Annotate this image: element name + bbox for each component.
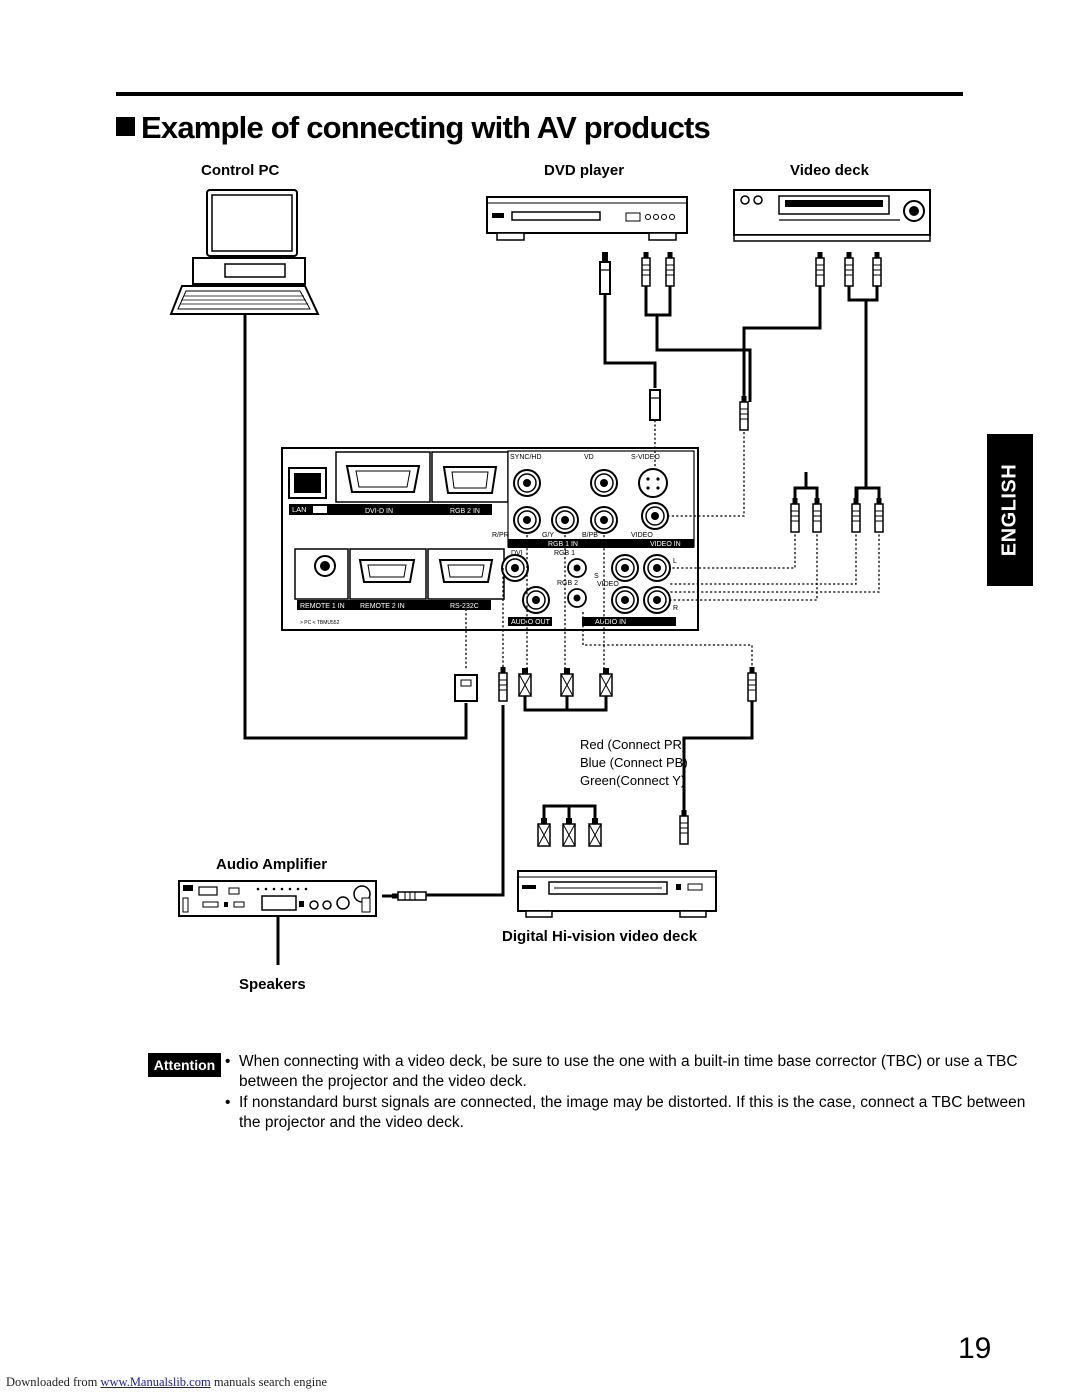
- panel-label-g-y: G/Y: [542, 532, 554, 539]
- page-number: 19: [958, 1332, 992, 1365]
- panel-label-video-in: VIDEO IN: [650, 541, 681, 548]
- control-pc-illustration: [169, 189, 320, 315]
- label-control-pc: Control PC: [201, 162, 280, 179]
- panel-label-r-pr: R/PR: [492, 532, 509, 539]
- bullet-icon: •: [225, 1053, 231, 1070]
- cables: [243, 284, 881, 965]
- panel-label-l: L: [673, 558, 677, 565]
- panel-label-s: S: [594, 573, 599, 580]
- panel-label-r: R: [673, 605, 678, 612]
- panel-label-vd: VD: [584, 454, 594, 461]
- footer-suffix: manuals search engine: [210, 1375, 327, 1389]
- label-hivision-deck: Digital Hi-vision video deck: [502, 928, 698, 945]
- english-side-tab: ENGLISH: [987, 434, 1033, 586]
- panel-label-rgb2-in: RGB 2 IN: [450, 508, 480, 515]
- video-deck-illustration: [733, 189, 931, 242]
- signal-paths: [465, 420, 880, 670]
- panel-label-dvi: DVI: [511, 550, 523, 557]
- panel-label-video-short: VIDEO: [597, 581, 619, 588]
- footer-prefix: Downloaded from: [6, 1375, 101, 1389]
- panel-label-dvi-d-in: DVI-D IN: [365, 508, 393, 515]
- panel-label-video: VIDEO: [631, 532, 653, 539]
- legend-red: Red (Connect PR): [580, 737, 687, 752]
- panel-label-audio-in: AUDIO IN: [595, 619, 626, 626]
- page-title: Example of connecting with AV products: [116, 110, 711, 146]
- attention-badge: Attention: [148, 1053, 221, 1077]
- panel-label-rgb1-in: RGB 1 IN: [548, 541, 578, 548]
- hivision-deck-illustration: [517, 870, 717, 918]
- legend-green: Green(Connect Y): [580, 773, 686, 788]
- panel-label-b-pb: B/PB: [582, 532, 598, 539]
- panel-label-lan: LAN: [292, 505, 307, 514]
- page-title-text: Example of connecting with AV products: [141, 110, 711, 145]
- panel-label-remote2-in: REMOTE 2 IN: [360, 603, 405, 610]
- legend-blue: Blue (Connect PB): [580, 755, 688, 770]
- label-speakers: Speakers: [239, 976, 306, 993]
- square-bullet-icon: [116, 117, 135, 136]
- projector-rear-panel: LAN DVI-D IN RGB 2 IN SYNC/HD VD S-VIDEO…: [281, 447, 699, 631]
- label-dvd-player: DVD player: [544, 162, 625, 179]
- manualslib-link[interactable]: www.Manualslib.com: [100, 1375, 211, 1389]
- panel-label-pc-tbmu: > PC < TBMU552: [300, 620, 340, 626]
- label-audio-amplifier: Audio Amplifier: [216, 856, 328, 873]
- cable-plugs: [391, 251, 884, 901]
- panel-label-s-video: S-VIDEO: [631, 454, 660, 461]
- attention-note-2: •If nonstandard burst signals are connec…: [225, 1094, 1026, 1131]
- top-rule: [116, 92, 963, 96]
- attention-note-1: •When connecting with a video deck, be s…: [225, 1053, 1018, 1090]
- bullet-icon: •: [225, 1094, 231, 1111]
- panel-label-audio-out: AUDIO OUT: [511, 619, 551, 626]
- label-video-deck: Video deck: [790, 162, 869, 179]
- panel-label-rgb2: RGB 2: [557, 580, 578, 587]
- panel-label-rs232c: RS-232C: [450, 603, 479, 610]
- panel-label-sync-hd: SYNC/HD: [510, 454, 542, 461]
- audio-amplifier-illustration: [178, 880, 377, 917]
- panel-label-remote1-in: REMOTE 1 IN: [300, 603, 345, 610]
- dvd-player-illustration: [486, 196, 688, 241]
- footer: Downloaded from www.Manualslib.com manua…: [6, 1375, 327, 1390]
